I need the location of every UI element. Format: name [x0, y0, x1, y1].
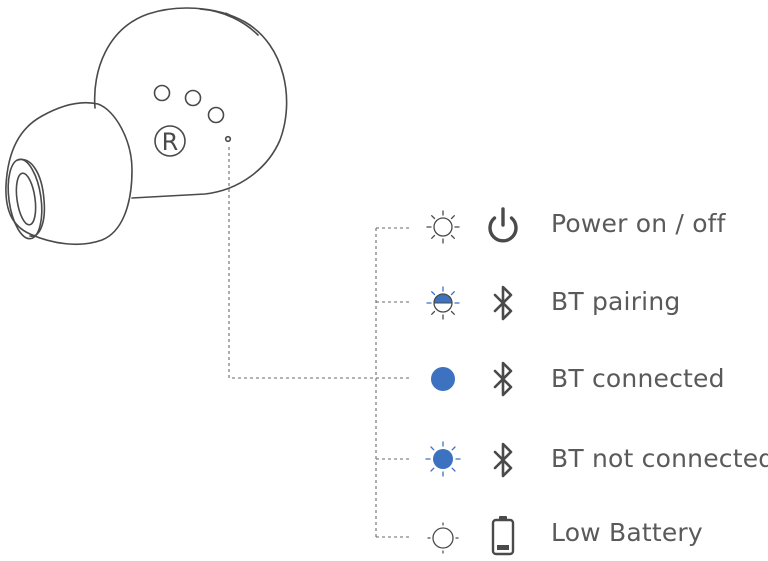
led-indicator-power [426, 210, 460, 244]
connector-from-led [228, 147, 412, 379]
led-indicator-not-connected [425, 441, 461, 477]
bluetooth-icon [493, 285, 513, 321]
earbud-top-rim [199, 8, 259, 36]
led-indicator-low-battery [427, 522, 459, 554]
sensor-hole-1 [153, 84, 171, 102]
earbud-body [93, 7, 288, 199]
label-bt-not-connected: BT not connected [551, 444, 768, 473]
side-marking-circle [154, 125, 186, 157]
sensor-hole-3 [207, 106, 225, 124]
led-indicator-connected [431, 367, 455, 391]
led-indicator-pairing [426, 286, 460, 320]
power-icon [488, 207, 518, 243]
connector-lines [228, 147, 412, 538]
bluetooth-icon [493, 442, 513, 478]
bluetooth-icon [493, 361, 513, 397]
led-pinhole [224, 135, 232, 143]
ear-tip-nozzle-outer [7, 158, 43, 240]
earbud-top-grip-2 [230, 15, 237, 20]
label-bt-connected: BT connected [551, 364, 725, 393]
low-battery-icon [491, 516, 515, 556]
earbud-illustration [5, 7, 288, 246]
label-low-battery: Low Battery [551, 518, 703, 547]
sensor-hole-2 [184, 89, 202, 107]
label-power: Power on / off [551, 209, 726, 238]
label-bt-pairing: BT pairing [551, 287, 681, 316]
side-marking-letter: R [162, 128, 179, 156]
ear-tip-nozzle-inner [15, 172, 37, 226]
